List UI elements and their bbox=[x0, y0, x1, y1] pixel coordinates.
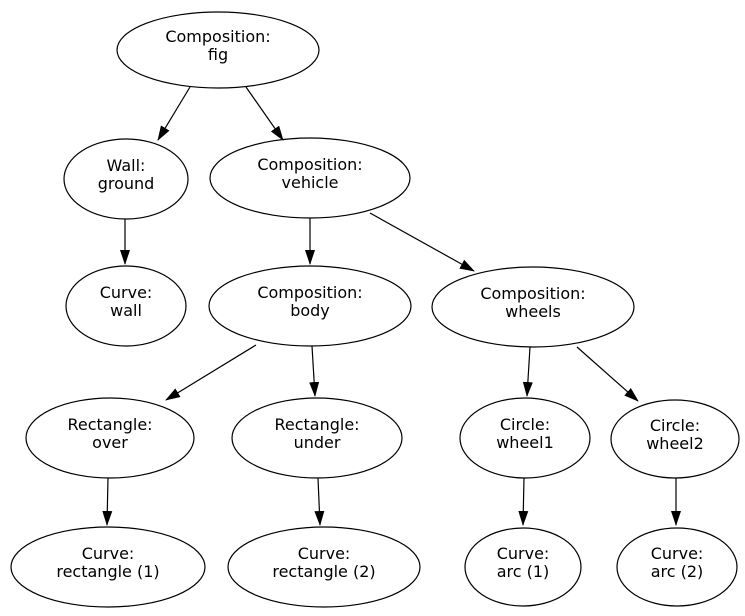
node-ellipse-arc2 bbox=[616, 527, 738, 607]
graph-node-rect2: Curve:rectangle (2) bbox=[227, 526, 421, 608]
node-ellipse-rect2 bbox=[227, 526, 421, 608]
graph-node-vehicle: Composition:vehicle bbox=[209, 137, 411, 219]
nodes-layer: Composition:figWall:groundComposition:ve… bbox=[10, 11, 740, 608]
node-ellipse-ground bbox=[63, 138, 189, 220]
edge-over-to-rect1 bbox=[102, 477, 113, 526]
node-label-line2-wheel2: wheel2 bbox=[646, 434, 704, 453]
node-ellipse-arc1 bbox=[464, 527, 582, 607]
graph-node-wheels: Composition:wheels bbox=[431, 266, 635, 348]
edge-body-to-over bbox=[165, 344, 257, 401]
node-ellipse-wheel2 bbox=[610, 399, 740, 479]
graph-node-ground: Wall:ground bbox=[63, 138, 189, 220]
node-label-line2-over: over bbox=[92, 433, 128, 452]
node-label-line2-wheel1: wheel1 bbox=[496, 433, 554, 452]
node-label-line2-under: under bbox=[294, 433, 341, 452]
node-ellipse-wheel1 bbox=[459, 397, 591, 479]
graph-node-rect1: Curve:rectangle (1) bbox=[10, 526, 206, 608]
node-label-line1-over: Rectangle: bbox=[67, 415, 152, 434]
node-label-line2-vehicle: vehicle bbox=[282, 173, 339, 192]
node-label-line1-vehicle: Composition: bbox=[257, 155, 362, 174]
graph-node-wall: Curve:wall bbox=[65, 265, 187, 347]
edge-under-to-rect2 bbox=[314, 477, 325, 526]
node-label-line2-arc1: arc (1) bbox=[497, 562, 550, 581]
node-label-line1-wheel1: Circle: bbox=[500, 415, 550, 434]
node-label-line2-arc2: arc (2) bbox=[651, 562, 704, 581]
graph-node-wheel1: Circle:wheel1 bbox=[459, 397, 591, 479]
node-ellipse-under bbox=[231, 397, 403, 479]
node-label-line1-arc1: Curve: bbox=[497, 544, 550, 563]
node-ellipse-over bbox=[25, 397, 195, 479]
node-label-line2-body: body bbox=[290, 301, 330, 320]
node-label-line1-wall: Curve: bbox=[100, 283, 153, 302]
edge-fig-to-vehicle bbox=[245, 86, 284, 141]
graph-node-under: Rectangle:under bbox=[231, 397, 403, 479]
node-label-line1-ground: Wall: bbox=[107, 156, 146, 175]
graph-node-fig: Composition:fig bbox=[116, 11, 320, 89]
edge-wheel1-to-arc1 bbox=[518, 477, 529, 526]
edge-fig-to-ground bbox=[157, 86, 191, 141]
node-label-line1-wheel2: Circle: bbox=[650, 416, 700, 435]
node-label-line2-fig: fig bbox=[208, 45, 228, 64]
graph-node-arc2: Curve:arc (2) bbox=[616, 527, 738, 607]
node-label-line1-rect2: Curve: bbox=[298, 544, 351, 563]
node-ellipse-wall bbox=[65, 265, 187, 347]
graph-node-arc1: Curve:arc (1) bbox=[464, 527, 582, 607]
edge-wheels-to-wheel1 bbox=[522, 346, 533, 397]
edge-vehicle-to-wheels bbox=[369, 212, 475, 272]
node-label-line1-wheels: Composition: bbox=[480, 284, 585, 303]
edges-layer bbox=[102, 86, 681, 526]
node-label-line1-arc2: Curve: bbox=[651, 544, 704, 563]
node-label-line2-ground: ground bbox=[98, 174, 155, 193]
node-ellipse-rect1 bbox=[10, 526, 206, 608]
graph-node-over: Rectangle:over bbox=[25, 397, 195, 479]
node-label-line2-rect2: rectangle (2) bbox=[272, 562, 375, 581]
node-label-line1-under: Rectangle: bbox=[274, 415, 359, 434]
node-label-line2-rect1: rectangle (1) bbox=[56, 562, 159, 581]
node-label-line1-body: Composition: bbox=[257, 283, 362, 302]
node-label-line1-fig: Composition: bbox=[165, 27, 270, 46]
node-label-line1-rect1: Curve: bbox=[82, 544, 135, 563]
node-ellipse-body bbox=[208, 265, 412, 347]
edge-body-to-under bbox=[309, 345, 320, 397]
node-ellipse-wheels bbox=[431, 266, 635, 348]
graph-node-wheel2: Circle:wheel2 bbox=[610, 399, 740, 479]
node-label-line2-wheels: wheels bbox=[505, 302, 561, 321]
node-ellipse-fig bbox=[116, 11, 320, 89]
edge-wheels-to-wheel2 bbox=[576, 346, 639, 402]
node-label-line2-wall: wall bbox=[110, 301, 142, 320]
graph-node-body: Composition:body bbox=[208, 265, 412, 347]
